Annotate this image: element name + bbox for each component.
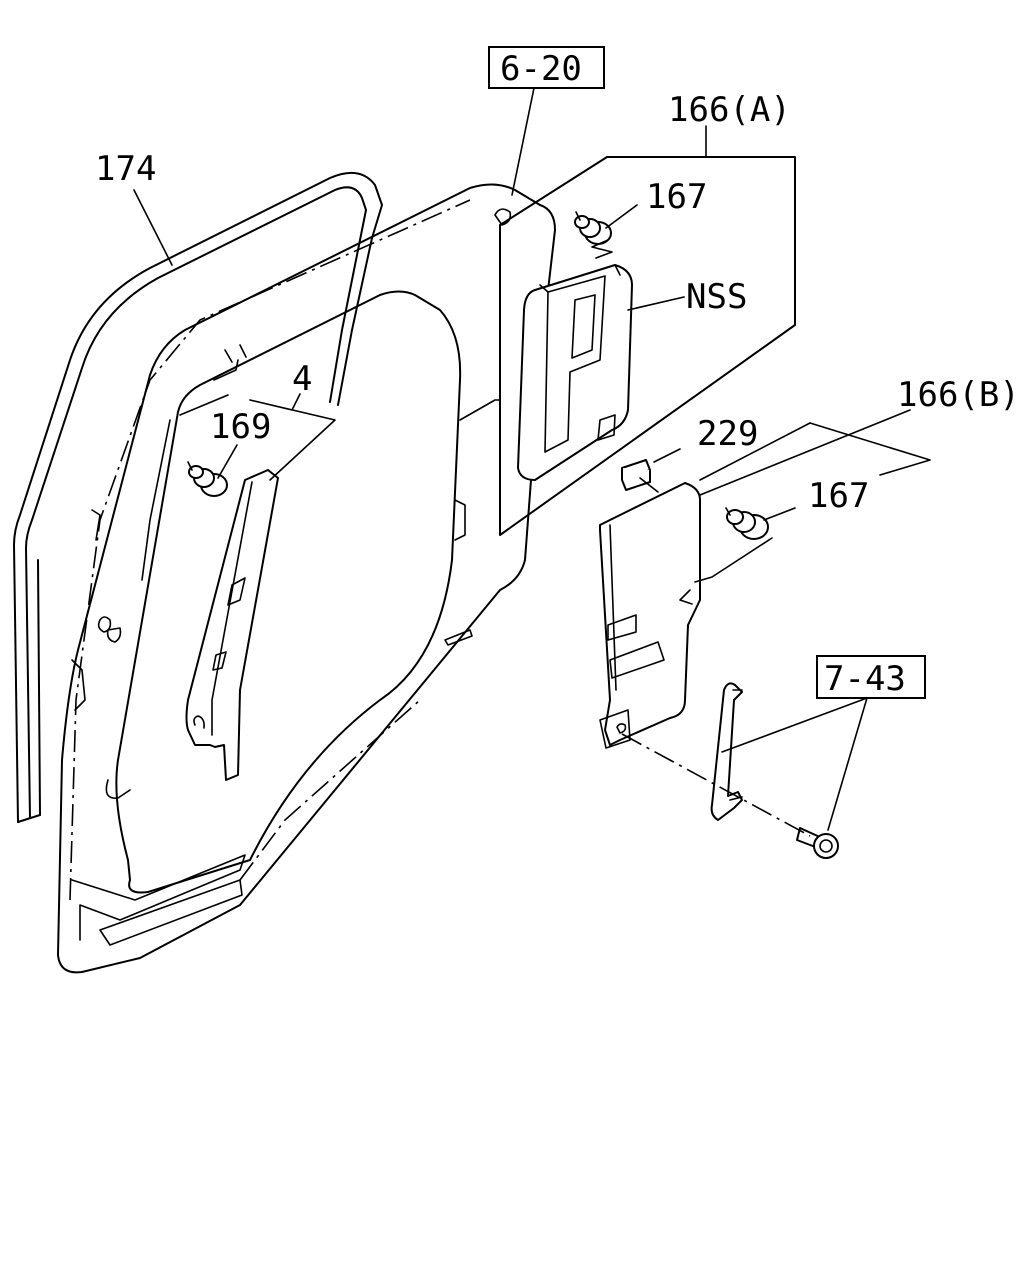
- pillar-trim-4: [185, 469, 279, 781]
- label-169: 169: [210, 407, 271, 447]
- label-4: 4: [292, 359, 312, 399]
- label-166b: 166(B): [897, 375, 1020, 415]
- label-174: 174: [95, 149, 156, 189]
- bracket-7-43: [710, 682, 743, 821]
- weatherstrip-174: [13, 171, 383, 823]
- pad-229: [621, 459, 651, 491]
- leader-lines: [133, 87, 931, 831]
- trim-board-166b: [599, 482, 701, 749]
- label-ref-6-20: 6-20: [500, 49, 582, 89]
- label-nss: NSS: [686, 277, 747, 317]
- label-167-top: 167: [646, 177, 707, 217]
- door-inner-panel: [57, 183, 556, 974]
- clip-169: [187, 461, 228, 497]
- clip-167-bottom: [725, 507, 769, 540]
- bolt-axis-line: [621, 733, 811, 837]
- label-167-bottom: 167: [808, 476, 869, 516]
- label-229: 229: [697, 414, 758, 454]
- label-ref-7-43: 7-43: [824, 659, 906, 699]
- ref-box-7-43: [816, 655, 926, 699]
- trim-group-166a: [499, 156, 796, 536]
- ref-box-6-20: [488, 46, 605, 89]
- label-166a: 166(A): [668, 90, 791, 130]
